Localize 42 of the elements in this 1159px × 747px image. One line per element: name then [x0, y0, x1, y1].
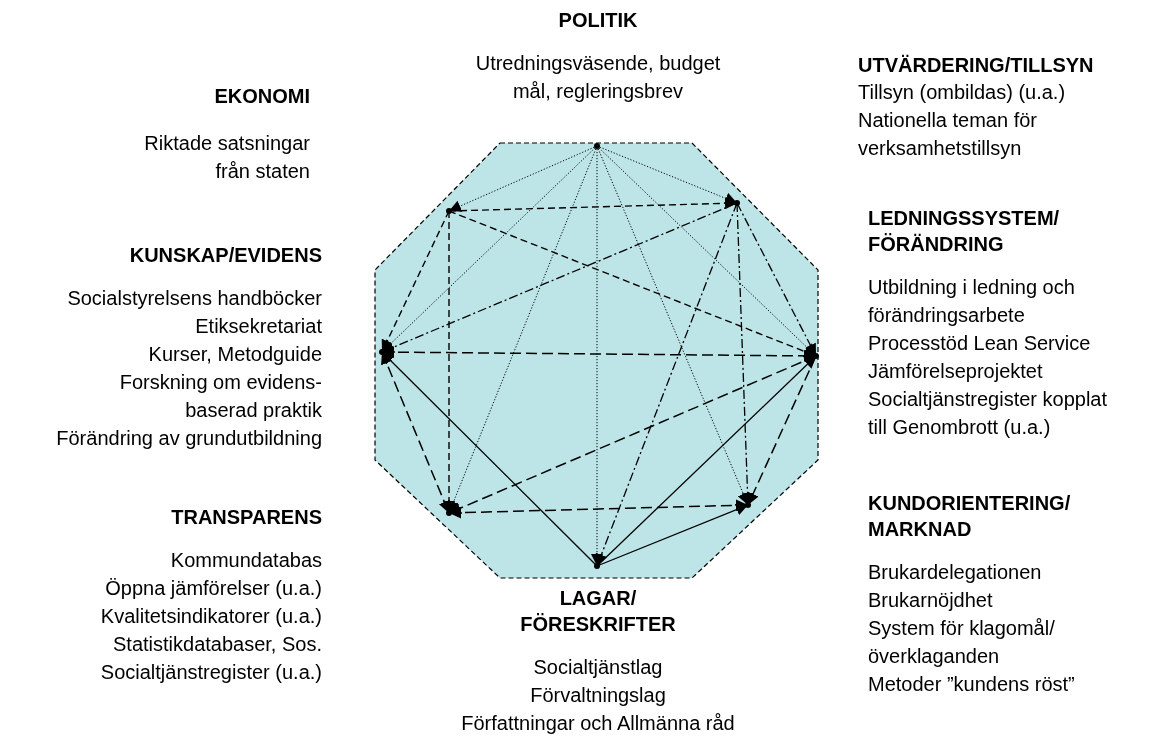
category-heading: KUNDORIENTERING/ MARKNAD [868, 491, 1072, 542]
item-text: Processtöd Lean Service [868, 331, 1092, 356]
item-text: System för klagomål/ överklaganden [868, 616, 1056, 669]
category-heading: LAGAR/ FÖRESKRIFTER [519, 586, 677, 637]
item-text: Öppna jämförelser (u.a.) [104, 576, 322, 601]
item-text: Utredningsväsende, budget [474, 51, 722, 76]
meeting-point [379, 349, 385, 355]
meeting-point [594, 143, 600, 149]
item-text: Socialtjänstlag [532, 655, 664, 680]
item-text: Forskning om evidens- baserad praktik [118, 370, 322, 423]
category-heading: POLITIK [557, 8, 639, 33]
item-text: Förvaltningslag [529, 683, 667, 708]
category-heading: EKONOMI [213, 84, 310, 109]
item-text: Utbildning i ledning och förändringsarbete [868, 275, 1076, 328]
meeting-point [446, 510, 452, 516]
item-text: Brukardelegationen [868, 560, 1043, 585]
item-text: Författningar och Allmänna råd [460, 711, 736, 736]
meeting-point [446, 208, 452, 214]
item-text: Socialtjänstregister kopplat till Genombrott (u.a.) [868, 387, 1108, 440]
item-text: Jämförelseprojektet [868, 359, 1044, 384]
category-heading: LEDNINGSSYSTEM/ FÖRÄNDRING [868, 206, 1061, 257]
item-text: Socialtjänstregister (u.a.) [99, 660, 322, 685]
item-text: Kurser, Metodguide [147, 342, 322, 367]
item-text: Statistikdatabaser, Sos. [112, 632, 322, 657]
item-text: Etiksekretariat [194, 314, 322, 339]
item-text: Tillsyn (ombildas) (u.a.) [858, 80, 1067, 105]
item-text: Nationella teman för verksamhetstillsyn [858, 108, 1038, 161]
meeting-point [594, 563, 600, 569]
meeting-point [813, 353, 819, 359]
item-text: Socialstyrelsens handböcker [66, 286, 322, 311]
category-heading: KUNSKAP/EVIDENS [128, 243, 322, 268]
category-heading: UTVÄRDERING/TILLSYN [858, 53, 1095, 78]
item-text: mål, regleringsbrev [511, 79, 685, 104]
item-text: Brukarnöjdhet [868, 588, 994, 613]
item-text: Förändring av grundutbildning [55, 426, 322, 451]
item-text: Metoder ”kundens röst” [868, 672, 1076, 697]
category-heading: TRANSPARENS [170, 505, 322, 530]
item-text: Riktade satsningar från staten [143, 131, 310, 184]
meeting-point [734, 200, 740, 206]
item-text: Kvalitetsindikatorer (u.a.) [99, 604, 322, 629]
meeting-point [745, 502, 751, 508]
item-text: Kommundatabas [169, 548, 322, 573]
